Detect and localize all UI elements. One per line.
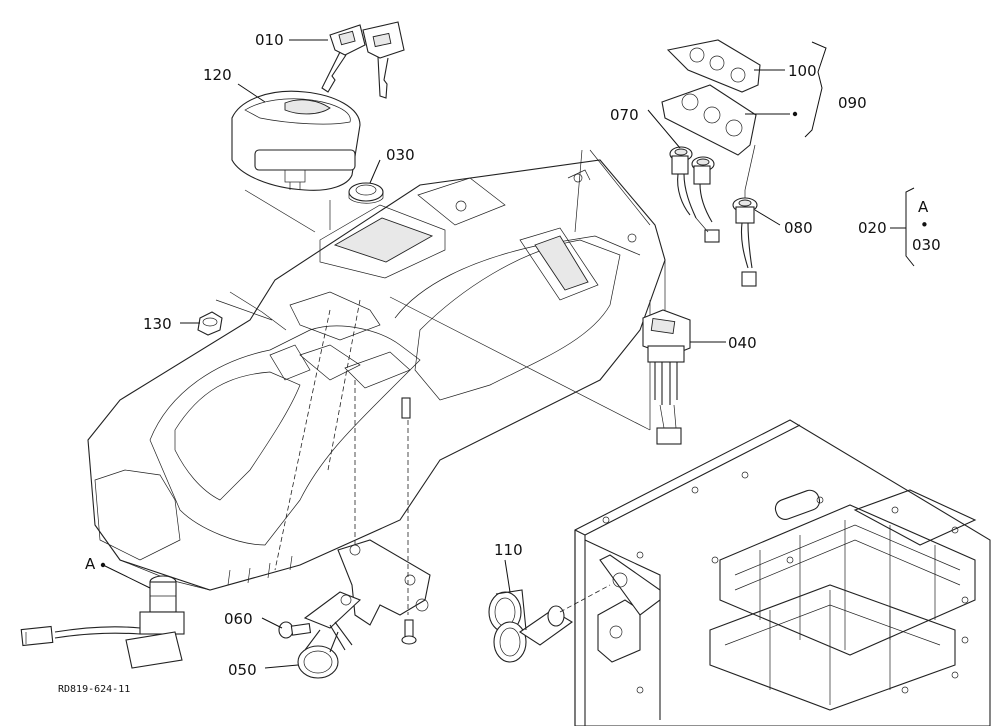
group-dot: • [920,216,929,234]
key-switch [20,575,185,669]
nut [348,182,384,204]
switch-panel [661,84,757,156]
chassis-frame [574,419,991,726]
power-sockets [488,589,573,663]
drawing-code: RD819-624-11 [58,684,130,695]
callout-080: 080 [784,219,813,237]
group-line-a: A [918,198,929,216]
buzzer [297,629,339,679]
rocker-switches [669,146,720,243]
view-marker-a: A [85,555,96,573]
callout-050: 050 [228,661,257,679]
callout-070: 070 [610,106,639,124]
callout-130: 130 [143,315,172,333]
callout-030: 030 [386,146,415,164]
screw [278,621,312,639]
callout-labels: 010 120 030 100 090 070 080 040 130 110 … [143,31,867,679]
push-switch [642,309,691,445]
callout-040: 040 [728,334,757,352]
frame-bracket [597,554,661,663]
switch-080 [732,144,758,287]
frame-grate [709,489,977,711]
leader-lines [100,39,915,669]
mounting-bracket [303,539,431,651]
callout-020: 020 [858,219,887,237]
group-line-030: 030 [912,236,941,254]
ignition-keys [321,21,405,99]
callout-120: 120 [203,66,232,84]
console-body [87,159,666,591]
lever-guide-bezel [231,90,361,191]
frame-holes [601,471,969,694]
callout-110: 110 [494,541,523,559]
switch-cover-plate [666,39,761,93]
callout-060: 060 [224,610,253,628]
bolts [401,397,417,645]
callout-090: 090 [838,94,867,112]
assembly-group-callout: 020 A • 030 [858,198,941,254]
callout-100: 100 [788,62,817,80]
callout-010: 010 [255,31,284,49]
clip [197,311,223,336]
dashed-alignment-lines [274,299,611,615]
